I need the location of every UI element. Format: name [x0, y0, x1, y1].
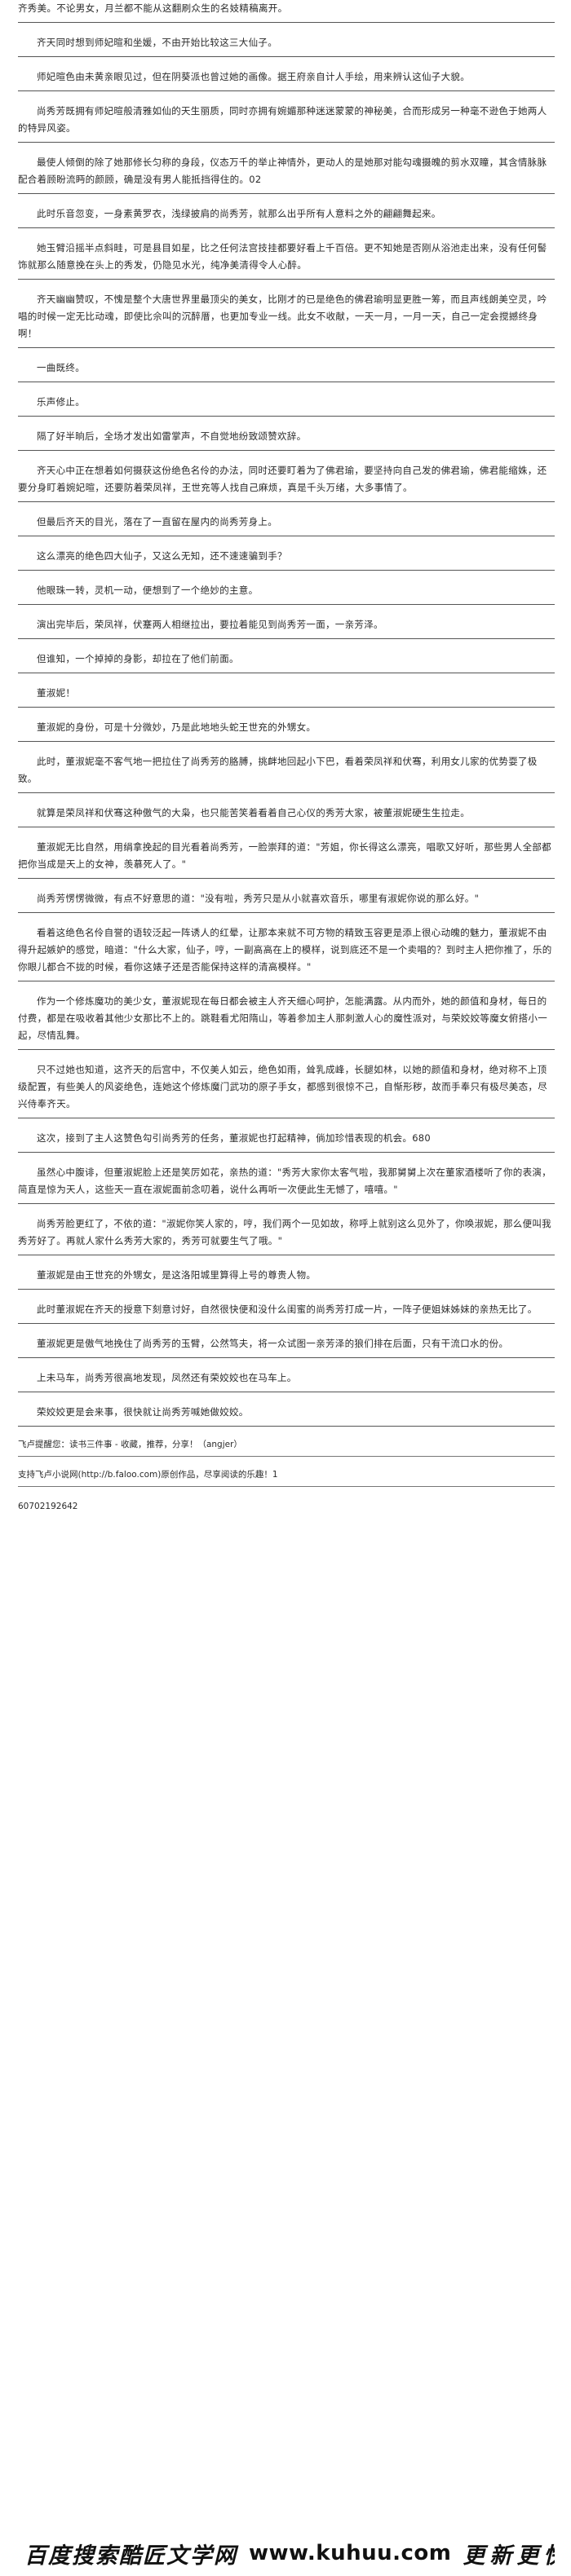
paragraph: 此时乐音忽变，一身素黄罗衣，浅绿披肩的尚秀芳，就那么出乎所有人意料之外的翩翩舞起… [18, 194, 555, 228]
paragraph: 隔了好半晌后，全场才发出如雷掌声，不自觉地纷致颂赞欢辞。 [18, 417, 555, 451]
paragraph: 师妃暄色由未黄亲眼见过，但在阴葵派也曾过她的画像。据王府亲自计人手绘，用来辨认这… [18, 57, 555, 91]
paragraph: 乐声修止。 [18, 382, 555, 417]
footer-search-text: 百度搜索 [24, 2543, 119, 2569]
footer-slogan: 更新更快 [463, 2543, 555, 2569]
paragraph: 但最后齐天的目光，落在了一直留在屋内的尚秀芳身上。 [18, 502, 555, 536]
paragraph: 尚秀芳愣愣微微，有点不好意思的道："没有啦，秀芳只是从小就喜欢音乐，哪里有淑妮你… [18, 879, 555, 913]
reference-number: 60702192642 [18, 1502, 78, 1511]
paragraph: 董淑妮更是傲气地挽住了尚秀芳的玉臂，公然笃夫，将一众试图一亲芳泽的狼们排在后面，… [18, 1324, 555, 1358]
chapter-body: 齐秀美。不论男女，月兰都不能从这翻刷众生的名妓精稿离开。 齐天同时想到师妃暄和坐… [18, 0, 555, 1518]
paragraph: 她玉臂沿摇半点斜畦，可是县目如星，比之任何法宫技挂都要好看上千百倍。更不知她是否… [18, 228, 555, 280]
paragraph: 尚秀芳脸更红了，不依的道："淑妮你笑人家的，哼，我们两个一见如故，称呼上就别这么… [18, 1204, 555, 1255]
paragraph: 董淑妮！ [18, 673, 555, 708]
paragraph: 齐秀美。不论男女，月兰都不能从这翻刷众生的名妓精稿离开。 [18, 0, 555, 23]
paragraph: 看着这绝色名伶自誉的语较泛起一阵诱人的红晕，让那本来就不可方物的精致玉容更是添上… [18, 913, 555, 981]
support-note: 支持飞卢小说网(http://b.faloo.com)原创作品，尽享阅读的乐趣！… [18, 1457, 555, 1487]
paragraph: 就算是荣凤祥和伏骞这种傲气的大枭，也只能苦笑着看着自己心仪的秀芳大家，被董淑妮硬… [18, 793, 555, 827]
paragraph: 这么漂亮的绝色四大仙子，又这么无知，还不速速骗到手？ [18, 536, 555, 571]
paragraph: 虽然心中腹诽，但董淑妮脸上还是笑厉如花，亲热的道："秀芳大家你太客气啦，我那舅舅… [18, 1153, 555, 1204]
paragraph: 上未马车，尚秀芳很高地发现，凤然还有荣姣姣也在马车上。 [18, 1358, 555, 1392]
paragraph: 齐天同时想到师妃暄和坐媛，不由开始比较这三大仙子。 [18, 23, 555, 57]
paragraph: 荣姣姣更是会来事，很快就让尚秀芳喊她做姣姣。 [18, 1392, 555, 1427]
paragraph: 但谁知，一个掉掉的身影，却拉在了他们前面。 [18, 639, 555, 673]
paragraph: 尚秀芳既拥有师妃暄般清雅如仙的天生丽质，同时亦拥有婉媚那种迷迷蒙蒙的神秘美，合而… [18, 91, 555, 143]
paragraph: 此时，董淑妮毫不客气地一把拉住了尚秀芳的胳膊，挑衅地回起小下巴，看着荣凤祥和伏骞… [18, 742, 555, 793]
paragraph: 齐天幽幽赞叹，不愧是整个大唐世界里最顶尖的美女，比刚才的已是绝色的佛君瑜明显更胜… [18, 280, 555, 348]
paragraph: 董淑妮是由王世充的外甥女，是这洛阳城里算得上号的尊贵人物。 [18, 1255, 555, 1290]
footer-brand: 酷匠文学网 [119, 2543, 237, 2569]
paragraph: 一曲既终。 [18, 348, 555, 382]
paragraph: 董淑妮的身份，可是十分微妙，乃是此地地头蛇王世充的外甥女。 [18, 708, 555, 742]
paragraph: 最使人倾倒的除了她那修长匀称的身段，仪态万千的举止神情外，更动人的是她那对能勾魂… [18, 143, 555, 194]
footer-domain: www.kuhuu.com [249, 2541, 452, 2565]
site-watermark-footer: 百度搜索 酷匠文学网 www.kuhuu.com 更新更快 [24, 2537, 555, 2569]
paragraph: 这次，接到了主人这赞色勾引尚秀芳的任务，董淑妮也打起精神，倘加珍惜表现的机会。6… [18, 1118, 555, 1153]
paragraph: 他眼珠一转，灵机一动，便想到了一个绝妙的主意。 [18, 571, 555, 605]
paragraph: 董淑妮无比自然，用绢拿挽起的目光看着尚秀芳，一脸崇拜的道："芳姐，你长得这么漂亮… [18, 827, 555, 879]
paragraph: 齐天心中正在想着如何摄获这份绝色名伶的办法，同时还要盯着为了佛君瑜，要坚持向自己… [18, 451, 555, 502]
reading-reminder: 飞卢提醒您：读书三件事 - 收藏，推荐，分享！（angjer） [18, 1427, 555, 1457]
paragraph: 作为一个修炼魔功的美少女，董淑妮现在每日都会被主人齐天细心呵护，怎能满露。从内而… [18, 981, 555, 1050]
paragraph: 此时董淑妮在齐天的授意下刻意讨好，自然很快便和没什么闺蜜的尚秀芳打成一片，一阵子… [18, 1290, 555, 1324]
paragraph: 只不过她也知道，这齐天的后宫中，不仅美人如云，绝色如雨，耸乳成峰，长腿如林，以她… [18, 1050, 555, 1118]
paragraph: 演出完毕后，荣凤祥，伏蹇两人相继拉出，要拉着能见到尚秀芳一面，一亲芳泽。 [18, 605, 555, 639]
